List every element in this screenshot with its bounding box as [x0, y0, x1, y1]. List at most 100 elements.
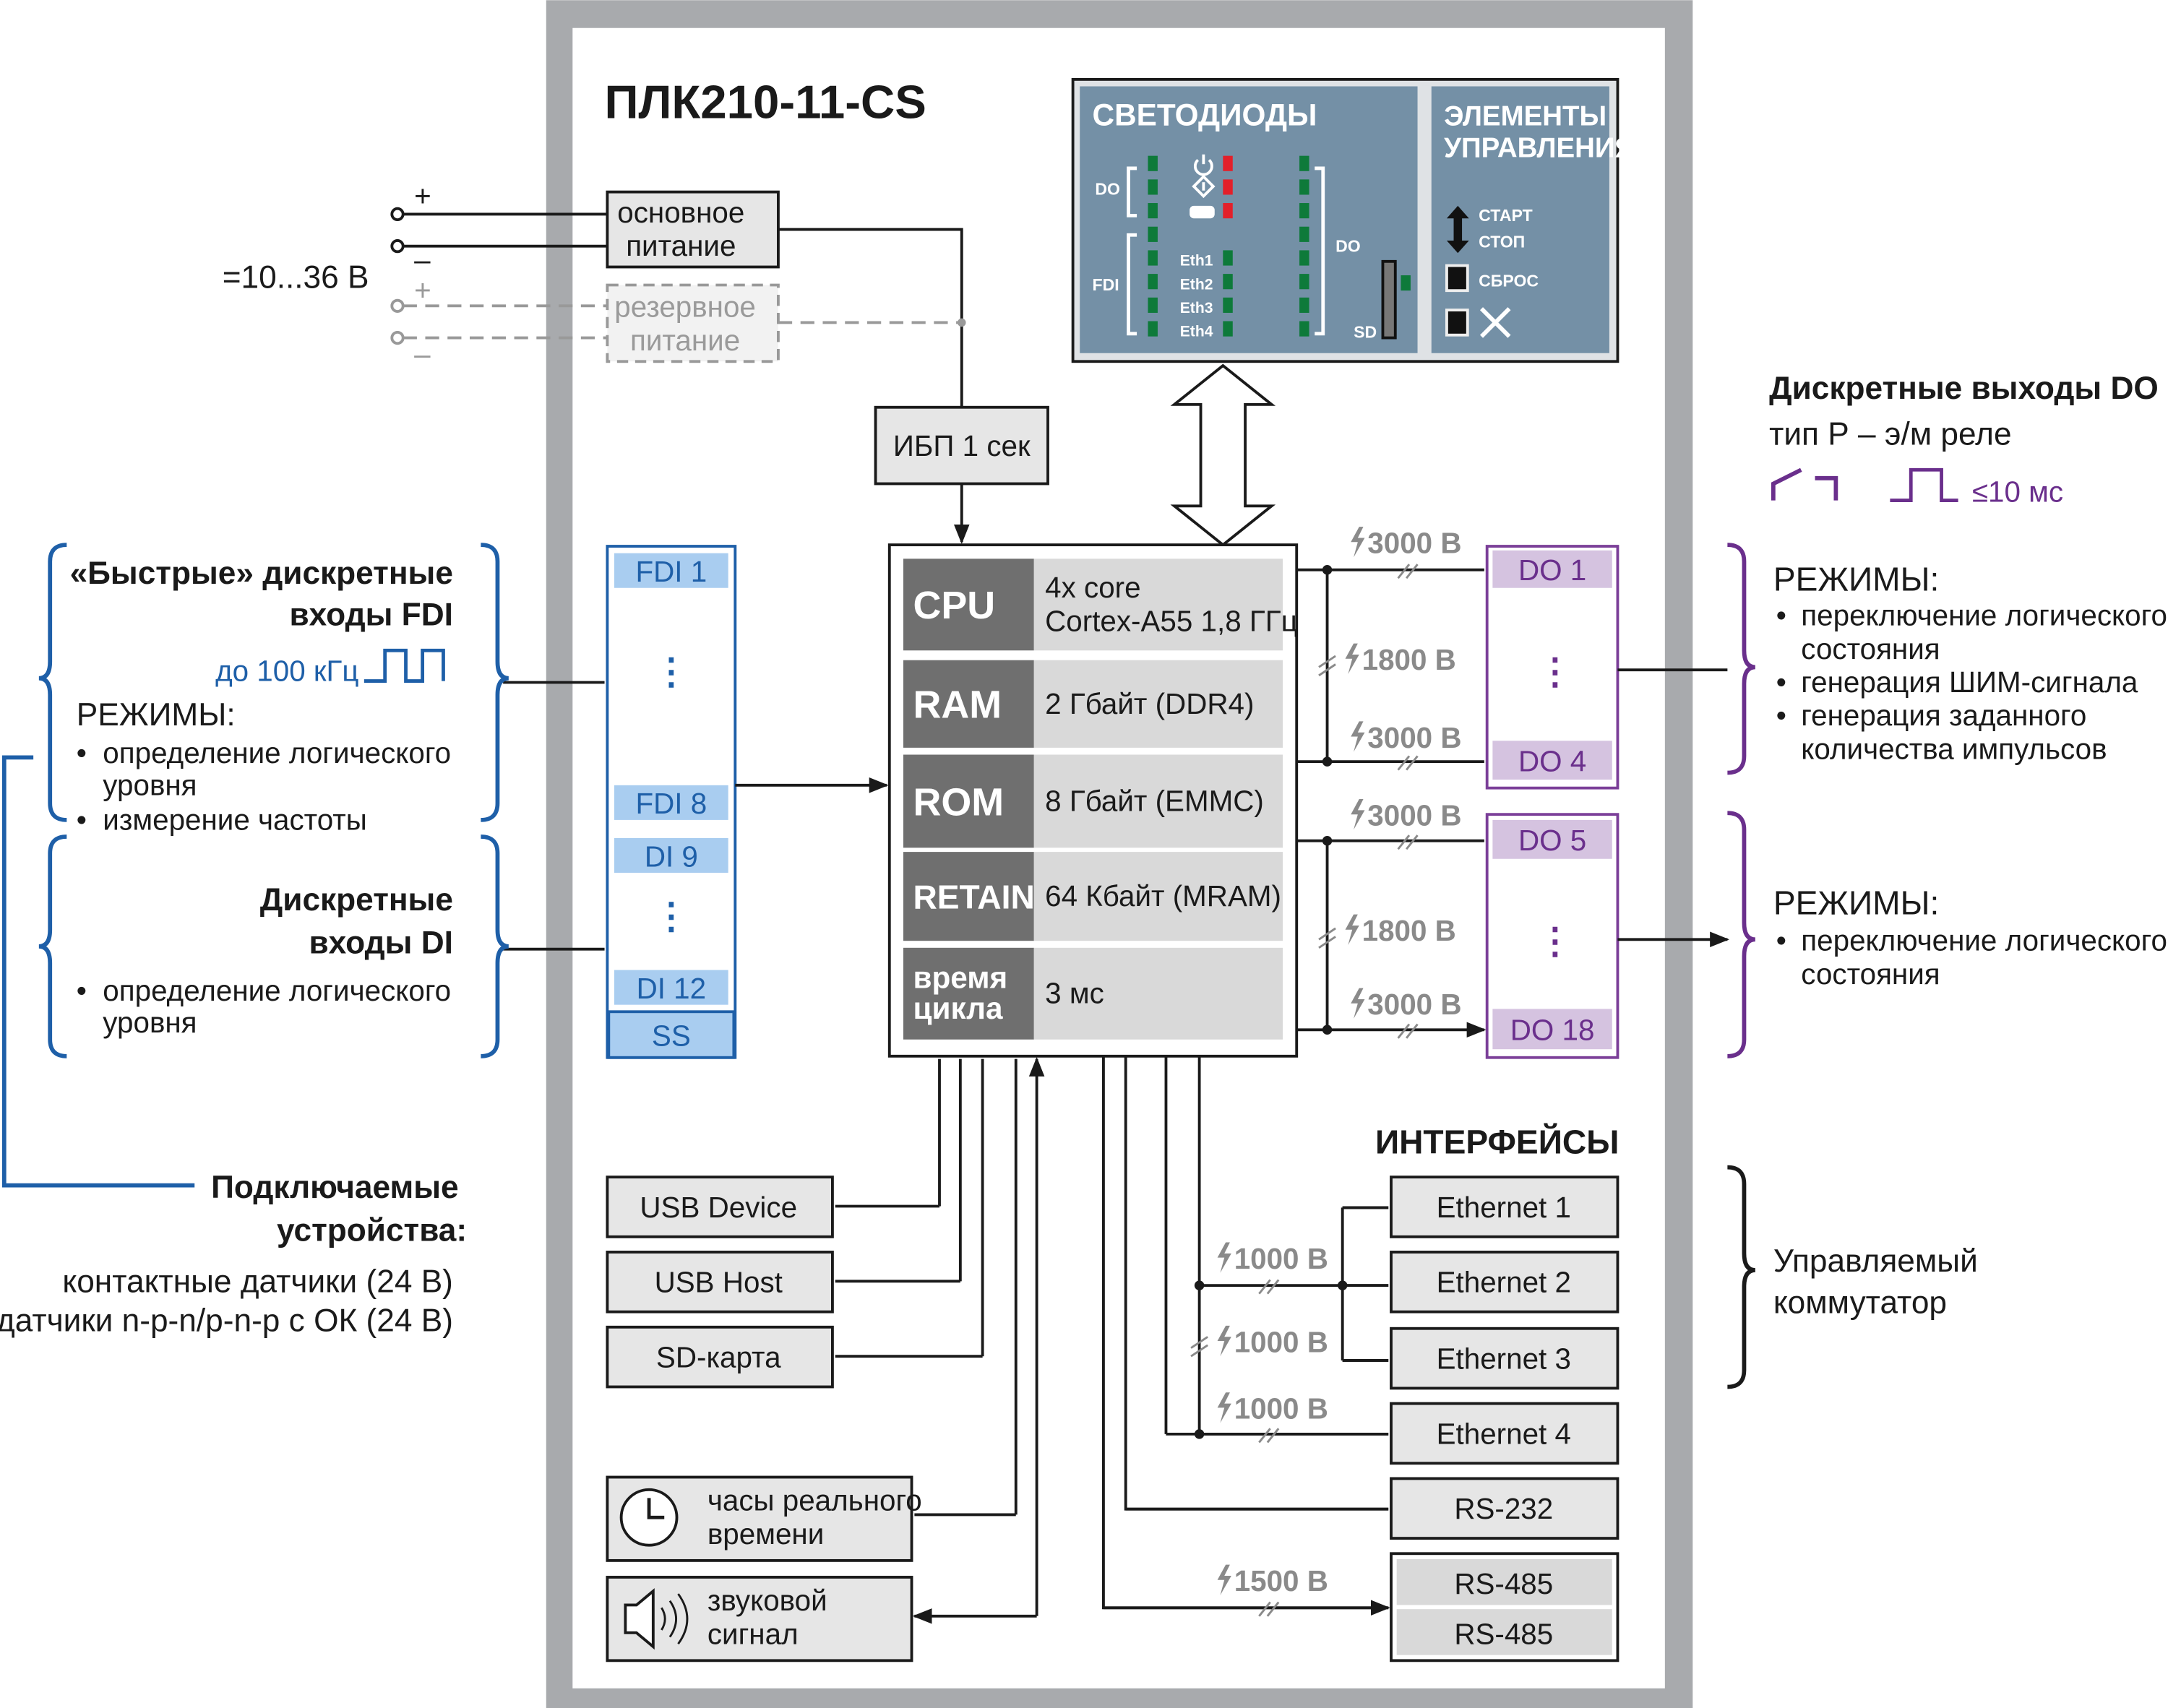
power-icon: [1194, 154, 1213, 176]
reserve-power-box: [606, 283, 780, 363]
cpu-row-value-cell: [1033, 660, 1283, 748]
ellipsis: ⋮: [1537, 651, 1573, 691]
cpu-row-label: цикла: [913, 991, 1003, 1025]
isolation-value: 3000 В: [1367, 721, 1461, 754]
brace: [1727, 811, 1756, 1058]
led-green: [1299, 250, 1309, 266]
input-cell-label: FDI 1: [635, 555, 707, 588]
main-power-label: основное: [617, 196, 744, 229]
terminal-icon: [390, 207, 405, 345]
bracket-line: [1, 755, 195, 1188]
buzzer-box: [606, 1576, 913, 1662]
page-title: ПЛК210-11-CS: [605, 76, 926, 129]
bullet: •: [77, 974, 87, 1007]
buzzer-label: звуковой: [707, 1584, 827, 1617]
stop-label: СТОП: [1479, 233, 1525, 251]
led-eth-label: Eth1: [1180, 253, 1213, 269]
interface-box: [1390, 1402, 1619, 1465]
cpu-row-label-cell: [903, 947, 1034, 1040]
mode-item: определение логического: [103, 974, 451, 1007]
cpu-row-label: ROM: [913, 780, 1004, 824]
mode-item: измерение частоты: [103, 803, 367, 836]
usb-device-box: [606, 1176, 834, 1238]
isolation-label: 3000 В: [1351, 721, 1462, 754]
led-red: [1223, 203, 1233, 219]
isolation-label: 1800 В: [1345, 643, 1456, 676]
led-green: [1299, 155, 1309, 171]
pulse-duration: ≤10 мс: [1972, 475, 2063, 509]
input-cell: [614, 837, 728, 873]
cpu-row-value: 64 Кбайт (MRAM): [1045, 879, 1281, 913]
interface-label: Ethernet 2: [1437, 1266, 1571, 1299]
cpu-row-value-cell: [1033, 754, 1283, 848]
rs485-cell: [1396, 1609, 1612, 1655]
led-green: [1148, 250, 1158, 266]
cpu-row: RETAIN 64 Кбайт (MRAM): [903, 852, 1283, 941]
input-cell: [614, 553, 728, 588]
brace: [1727, 543, 1756, 775]
led-green: [1223, 297, 1233, 313]
service-button-icon: [1445, 309, 1469, 337]
start-stop-switch-icon: [1446, 205, 1469, 254]
fdi-frequency: до 100 кГц: [215, 655, 358, 688]
speaker-icon: [624, 1588, 689, 1650]
power-section: =10...36 В + – + – основное питание резе…: [223, 179, 1049, 544]
mode-item: состояния: [1801, 957, 1940, 991]
relay-contact-icon: [1771, 467, 1838, 501]
interface-box: [1390, 1327, 1619, 1390]
cpu-row-label-cell: [903, 558, 1034, 651]
isolation-label: 1800 В: [1345, 914, 1456, 947]
do-cell: [1492, 550, 1612, 588]
cpu-row-label: CPU: [913, 584, 995, 627]
interface-label: RS-232: [1454, 1492, 1553, 1525]
di-title: входы DI: [309, 926, 452, 961]
outputs-subtitle: тип Р – э/м реле: [1769, 417, 2011, 452]
led-green: [1223, 321, 1233, 337]
cpu-row-label: RAM: [913, 683, 1002, 727]
reserve-power-label: резервное: [614, 290, 756, 324]
bullet: •: [77, 736, 87, 769]
reserve-power-label: питание: [630, 324, 740, 357]
mode-item: переключение логического: [1801, 924, 2167, 957]
isolation-value: 1500 В: [1234, 1564, 1328, 1597]
cpu-row-label: RETAIN: [913, 878, 1034, 915]
cpu-row-label-cell: [903, 660, 1034, 748]
devices-title: Подключаемые: [211, 1170, 458, 1205]
sd-card-box: [606, 1325, 834, 1389]
minus-sign: –: [414, 243, 431, 276]
do-cell: [1492, 741, 1612, 780]
input-cell-label: DI 12: [637, 972, 707, 1005]
isolation-label: 1000 В: [1217, 1325, 1328, 1358]
tools-icon: [1479, 307, 1511, 338]
mode-item: переключение логического: [1801, 599, 2167, 632]
rtc-label: времени: [707, 1517, 824, 1550]
input-cell-label: SS: [652, 1019, 691, 1052]
ellipsis: ⋮: [653, 651, 689, 691]
usb-host-label: USB Host: [655, 1266, 783, 1299]
main-power-box: [606, 190, 780, 269]
switch-label: коммутатор: [1773, 1285, 1947, 1321]
di-description: Дискретные входы DI • определение логиче…: [38, 834, 509, 1058]
cpu-row-label-cell: [903, 754, 1034, 848]
input-cell-label: FDI 8: [635, 787, 707, 820]
isolation-label: 1000 В: [1217, 1392, 1328, 1426]
brace: [481, 834, 509, 1058]
mode-item: генерация ШИМ-сигнала: [1801, 665, 2138, 699]
led-sd-label: SD: [1354, 323, 1377, 342]
led-green: [1299, 226, 1309, 242]
controls-title: УПРАВЛЕНИЯ: [1444, 133, 1635, 164]
run-icon: [1192, 174, 1216, 199]
reset-button-icon: [1445, 264, 1469, 293]
cpu-row-value-cell: [1033, 947, 1283, 1040]
ups-label: ИБП 1 сек: [893, 429, 1031, 462]
mode-item: уровня: [103, 768, 197, 801]
bullet: •: [1776, 699, 1786, 732]
brace: [1727, 1165, 1756, 1389]
sd-slot-icon: [1381, 259, 1397, 340]
led-green: [1299, 179, 1309, 195]
mode-item: количества импульсов: [1801, 732, 2107, 765]
